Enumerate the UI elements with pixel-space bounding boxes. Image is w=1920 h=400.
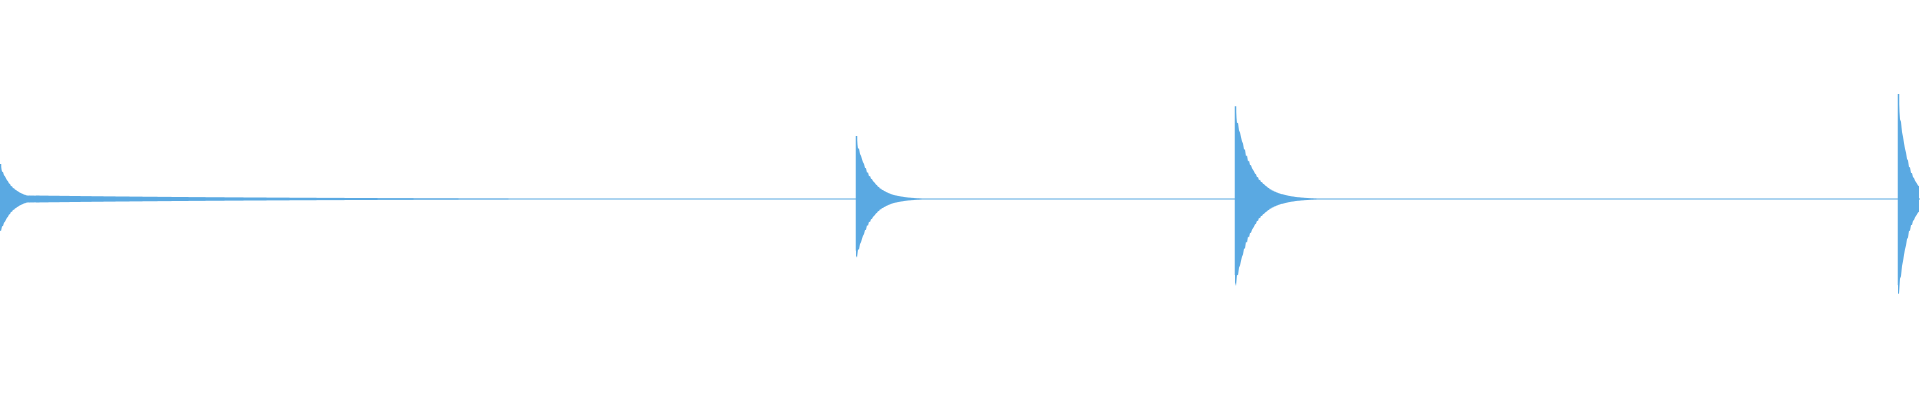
waveform-onset-4	[1898, 104, 1919, 294]
waveform-onset-2	[856, 140, 1234, 258]
waveform-layer	[0, 94, 1919, 294]
waveform-onset-3	[1235, 111, 1897, 287]
waveform-onset-1	[0, 166, 855, 232]
